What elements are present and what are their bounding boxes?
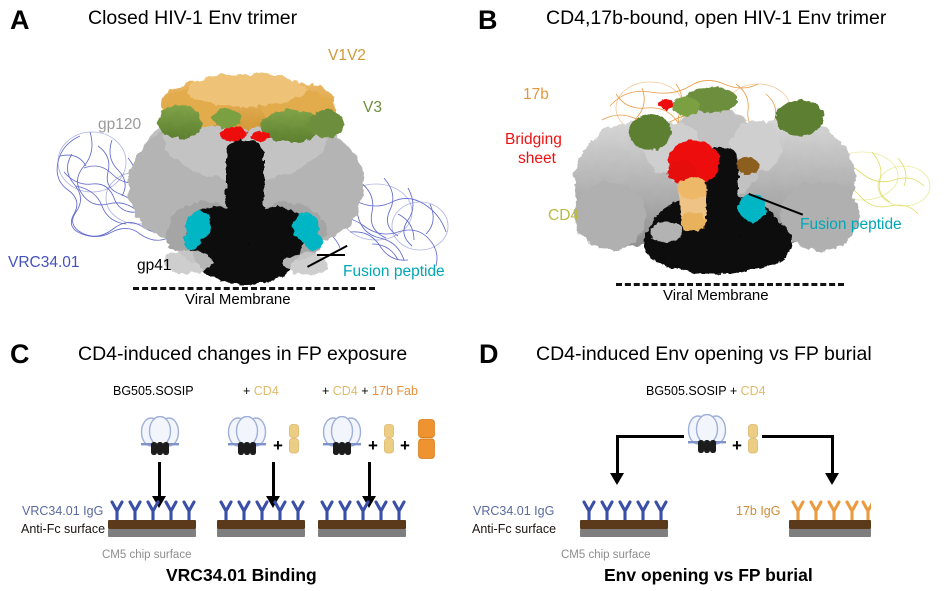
bridging-sheet-surface [659,99,720,184]
panel-letter-c: C [10,339,30,369]
antifc-surface-bar-d-right [789,520,871,529]
panel-a-structure [20,36,470,286]
condition-1-label: BG505.SOSIP [113,384,194,398]
label-vrc34-igg-c: VRC34.01 IgG [22,504,104,518]
cm5-chip-bar-c3 [318,529,406,537]
env-trimer-icon-c3 [318,415,366,458]
condition-2-plus: + [243,384,254,398]
chip-group-d-right [789,500,871,542]
arrow-shaft-left-d [616,435,619,475]
label-vrc34: VRC34.01 [8,254,80,271]
cm5-chip-bar-c1 [108,529,196,537]
arrow-head-left-d [610,473,624,485]
viral-membrane-line-b [616,283,844,286]
arrow-shaft-c3 [368,462,371,498]
env-trimer-icon-d [683,413,731,456]
antifc-surface-bar-d-left [580,520,668,529]
arrow-shaft-c1 [158,462,161,498]
label-antifc-d: Anti-Fc surface [472,522,557,536]
cm5-chip-bar-c2 [217,529,305,537]
label-cd4-b: CD4 [548,207,580,224]
label-cm5-c: CM5 chip surface [102,549,192,561]
cd4-loop-surface [678,177,708,232]
env-trimer-icon-c1 [136,415,184,458]
label-bridging-sheet-2: sheet [518,150,556,167]
panel-d-plus: + [726,384,741,398]
chip-group-d-left [580,500,668,542]
panel-c-bottom-title: VRC34.01 Binding [166,565,317,585]
label-vrc34-igg-d: VRC34.01 IgG [473,504,555,518]
igg-array-c3 [320,500,406,524]
label-viral-membrane-b: Viral Membrane [663,287,769,304]
panel-a-title: Closed HIV-1 Env trimer [88,7,298,29]
arrow-shaft-c2 [272,462,275,498]
panel-d-sosip: BG505.SOSIP [646,384,727,398]
arrow-branch-right-d [762,435,834,438]
plus-sign-c2: + [273,436,283,455]
panel-letter-d: D [479,339,499,369]
label-fusion-peptide-a: Fusion peptide [343,263,445,280]
panel-b-structure [490,36,940,286]
label-gp41: gp41 [137,257,172,274]
cm5-chip-bar-d-left [580,529,668,537]
antifc-surface-bar-c1 [108,520,196,529]
condition-3-cd4: CD4 [332,384,358,398]
cd4-block-c2 [289,424,299,454]
label-cm5-d: CM5 chip surface [561,549,651,561]
plus-sign-d: + [732,436,742,455]
label-v3: V3 [363,99,382,116]
condition-2-cd4: CD4 [253,384,279,398]
arrow-head-right-d [825,473,839,485]
arrow-branch-left-d [616,435,684,438]
fusion-peptide-surface-a [183,211,323,251]
label-antifc-c: Anti-Fc surface [21,522,106,536]
label-viral-membrane-a: Viral Membrane [185,291,291,308]
plus-sign-c3b: + [400,436,410,455]
panel-letter-a: A [10,5,30,35]
gp41-surface [186,140,306,284]
env-trimer-icon-c2 [223,415,271,458]
cd4-block-c3 [384,424,394,454]
panel-d-bottom-title: Env opening vs FP burial [604,565,813,585]
chip-group-c2 [217,500,305,542]
antifc-surface-bar-c2 [217,520,305,529]
panel-c-title: CD4-induced changes in FP exposure [78,343,408,365]
antifc-surface-bar-c3 [318,520,406,529]
condition-3-plus-2: + [357,384,373,398]
label-17b-igg-d: 17b IgG [736,504,781,518]
condition-3-fab: 17b Fab [372,384,418,398]
label-17b: 17b [523,86,549,103]
label-v1v2: V1V2 [328,47,366,64]
panel-b-title: CD4,17b-bound, open HIV-1 Env trimer [546,7,887,29]
viral-membrane-line-a [133,287,375,290]
leader-line-a2 [317,254,345,256]
plus-sign-c3a: + [368,436,378,455]
label-fusion-peptide-b: Fusion peptide [800,216,902,233]
bridging-sheet-patch-a [220,127,269,141]
arrow-shaft-right-d [831,435,834,475]
condition-3-plus-1: + [322,384,333,398]
label-bridging-sheet-1: Bridging [505,131,562,148]
fab-17b-block-c3 [418,419,435,459]
v3-surface-b [629,87,824,150]
label-gp120: gp120 [98,116,142,133]
chip-group-c3 [318,500,406,542]
fusion-peptide-surface-b [738,194,766,222]
panel-letter-b: B [478,5,498,35]
cd4-block-d [748,424,758,454]
chip-group-c1 [108,500,196,542]
v3-surface [158,105,344,142]
panel-d-cd4: CD4 [740,384,766,398]
cm5-chip-bar-d-right [789,529,871,537]
panel-d-title: CD4-induced Env opening vs FP burial [536,343,872,365]
